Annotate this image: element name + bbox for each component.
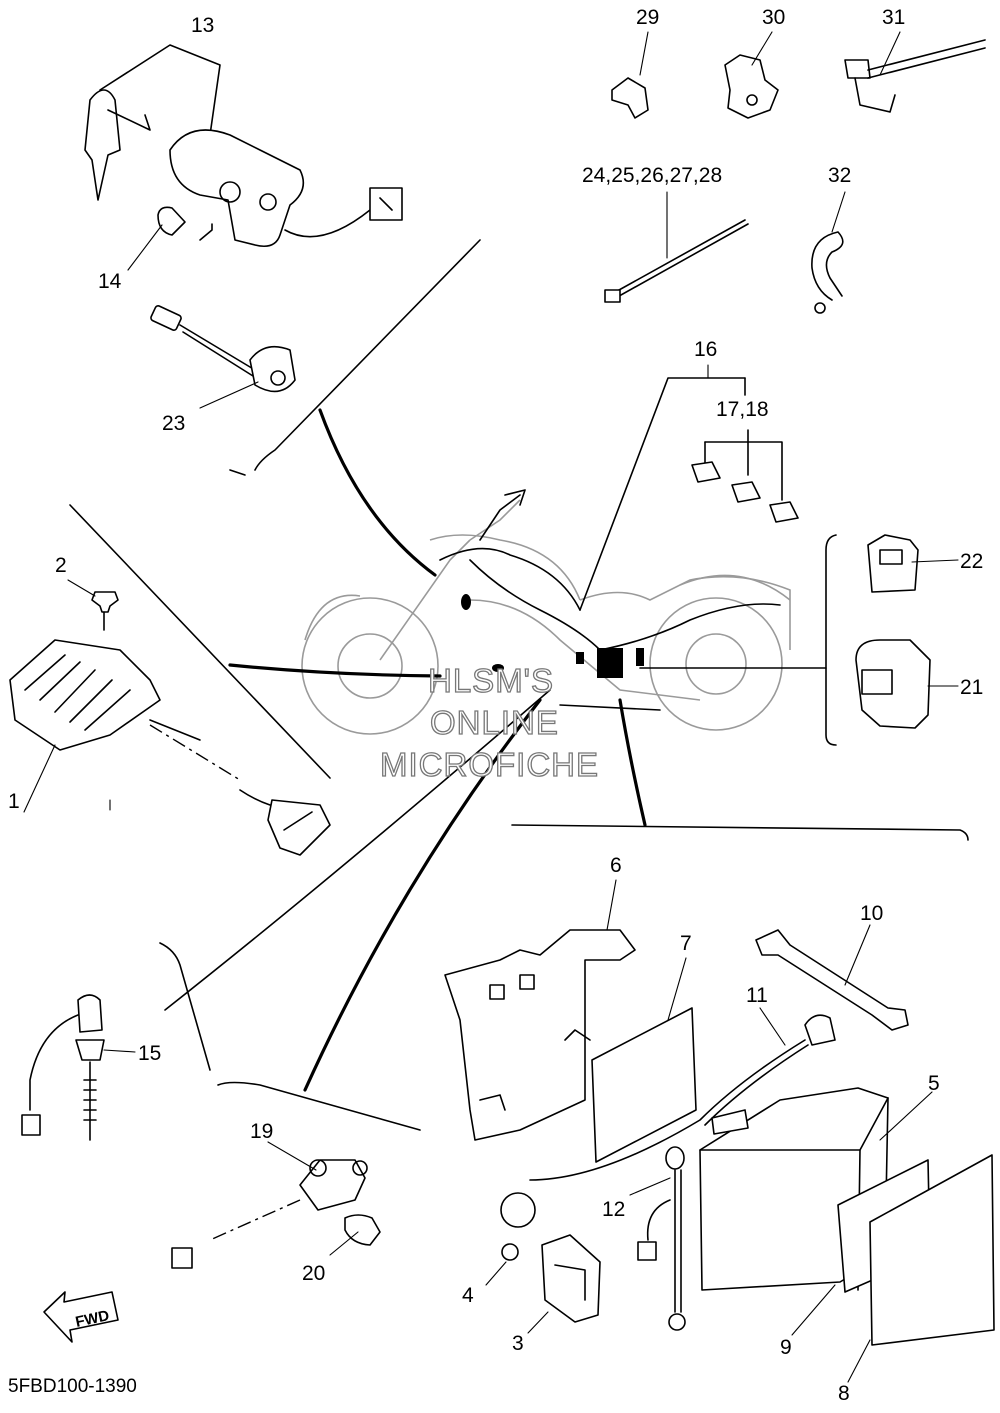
callout-24-28: 24,25,26,27,28 — [582, 164, 722, 187]
callout-1: 1 — [8, 790, 20, 813]
diagram-code: 5FBD100-1390 — [8, 1376, 137, 1397]
clips-and-bands — [604, 39, 986, 314]
callout-8: 8 — [838, 1382, 850, 1405]
callout-4: 4 — [462, 1284, 474, 1307]
relay-assembly — [855, 534, 931, 729]
watermark-line-1: HLSM'S — [428, 662, 554, 699]
fwd-arrow-icon: FWD — [43, 1291, 119, 1343]
callout-14: 14 — [98, 270, 122, 293]
callout-16: 16 — [694, 338, 717, 361]
watermark: HLSM'S ONLINE MICROFICHE — [379, 661, 599, 783]
callout-23: 23 — [162, 412, 185, 435]
sensor-part-19 — [171, 1159, 381, 1269]
callout-11: 11 — [746, 984, 768, 1007]
callout-15: 15 — [138, 1042, 161, 1065]
callout-30: 30 — [762, 6, 785, 29]
callout-31: 31 — [882, 6, 905, 29]
callout-21: 21 — [960, 676, 983, 699]
callout-9: 9 — [780, 1336, 792, 1359]
callout-17-18: 17,18 — [716, 398, 769, 421]
callout-10: 10 — [860, 902, 883, 925]
battery-assembly — [500, 929, 995, 1346]
fwd-label: FWD — [74, 1307, 111, 1331]
fuse-assembly — [691, 429, 799, 523]
callout-7: 7 — [680, 932, 692, 955]
callout-22: 22 — [960, 550, 983, 573]
battery-cover — [444, 929, 697, 1163]
watermark-line-2: ONLINE — [430, 704, 559, 741]
callout-leaders — [23, 31, 959, 1383]
rectifier-assembly — [9, 591, 331, 856]
callout-19: 19 — [250, 1120, 273, 1143]
callout-2: 2 — [55, 554, 67, 577]
watermark-line-3: MICROFICHE — [380, 746, 599, 783]
callout-13: 13 — [191, 14, 214, 37]
group-leader-lines — [69, 239, 969, 1131]
callout-29: 29 — [636, 6, 659, 29]
callout-5: 5 — [928, 1072, 940, 1095]
switch-part-15 — [21, 994, 105, 1141]
callout-3: 3 — [512, 1332, 524, 1355]
sensor-part-23 — [150, 305, 296, 393]
main-switch-assembly — [84, 44, 403, 248]
motorcycle-outline — [301, 489, 791, 735]
callout-20: 20 — [302, 1262, 325, 1285]
callout-12: 12 — [602, 1198, 625, 1221]
callout-labels: 13 14 23 2 1 15 19 20 29 30 31 24,25,26,… — [8, 6, 983, 1405]
callout-32: 32 — [828, 164, 851, 187]
callout-6: 6 — [610, 854, 622, 877]
